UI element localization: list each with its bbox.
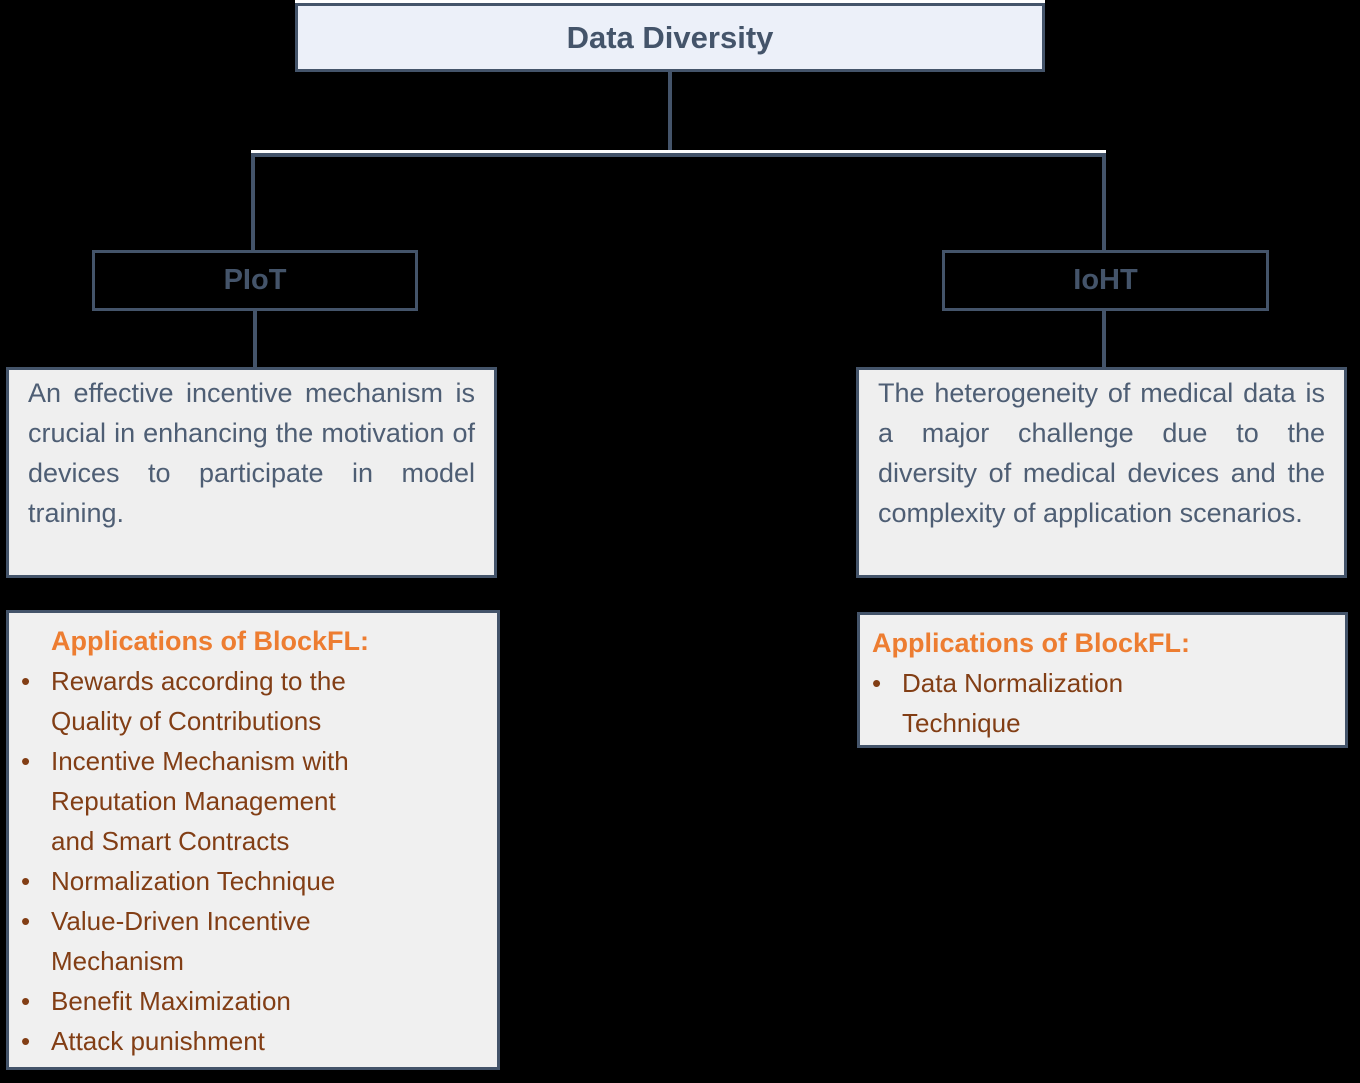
list-item: • Value-Driven Incentive Mechanism: [21, 901, 485, 981]
ioht-description-text: The heterogeneity of medical data is a m…: [878, 378, 1325, 528]
piot-applications-list: • Rewards according to the Quality of Co…: [21, 661, 485, 1061]
bullet-icon: •: [21, 666, 31, 696]
list-item-text: Incentive Mechanism with Reputation Mana…: [51, 746, 349, 856]
piot-applications-panel: Applications of BlockFL: • Rewards accor…: [6, 610, 500, 1070]
ioht-applications-panel: Applications of BlockFL: • Data Normaliz…: [857, 612, 1348, 748]
list-item: • Benefit Maximization: [21, 981, 485, 1021]
bullet-icon: •: [21, 866, 31, 896]
root-node-data-diversity: Data Diversity: [295, 3, 1045, 72]
piot-description-text: An effective incentive mechanism is cruc…: [28, 378, 475, 528]
list-item: • Rewards according to the Quality of Co…: [21, 661, 485, 741]
connector-piot-drop: [251, 157, 255, 251]
bullet-icon: •: [21, 1026, 31, 1056]
list-item-text: Data Normalization Technique: [902, 668, 1124, 738]
connector-horizontal-highlight-line: [251, 150, 1106, 153]
branch-node-piot-label: PIoT: [223, 264, 287, 296]
list-item-text: Rewards according to the Quality of Cont…: [51, 666, 346, 736]
bullet-icon: •: [872, 668, 882, 698]
connector-piot-stem: [253, 311, 257, 367]
connector-horizontal: [251, 153, 1106, 157]
root-box-top-highlight-line: [295, 0, 1045, 3]
connector-ioht-stem: [1102, 311, 1106, 367]
root-node-label: Data Diversity: [566, 19, 774, 55]
branch-node-ioht: IoHT: [942, 250, 1269, 311]
list-item-text: Attack punishment: [51, 1026, 265, 1056]
ioht-applications-header: Applications of BlockFL:: [872, 628, 1191, 658]
bullet-icon: •: [21, 746, 31, 776]
list-item: • Attack punishment: [21, 1021, 485, 1061]
branch-node-ioht-label: IoHT: [1073, 264, 1138, 296]
ioht-description-panel: The heterogeneity of medical data is a m…: [856, 367, 1347, 578]
piot-applications-header: Applications of BlockFL:: [51, 626, 370, 656]
branch-node-piot: PIoT: [92, 250, 418, 311]
connector-ioht-drop: [1102, 157, 1106, 251]
bullet-icon: •: [21, 906, 31, 936]
connector-root-stem: [668, 72, 672, 153]
list-item-text: Normalization Technique: [51, 866, 336, 896]
list-item: • Data Normalization Technique: [872, 663, 1333, 743]
list-item-text: Value-Driven Incentive Mechanism: [51, 906, 311, 976]
list-item: • Normalization Technique: [21, 861, 485, 901]
list-item: • Incentive Mechanism with Reputation Ma…: [21, 741, 485, 861]
piot-description-panel: An effective incentive mechanism is cruc…: [6, 367, 497, 578]
list-item-text: Benefit Maximization: [51, 986, 291, 1016]
bullet-icon: •: [21, 986, 31, 1016]
ioht-applications-list: • Data Normalization Technique: [872, 663, 1333, 743]
